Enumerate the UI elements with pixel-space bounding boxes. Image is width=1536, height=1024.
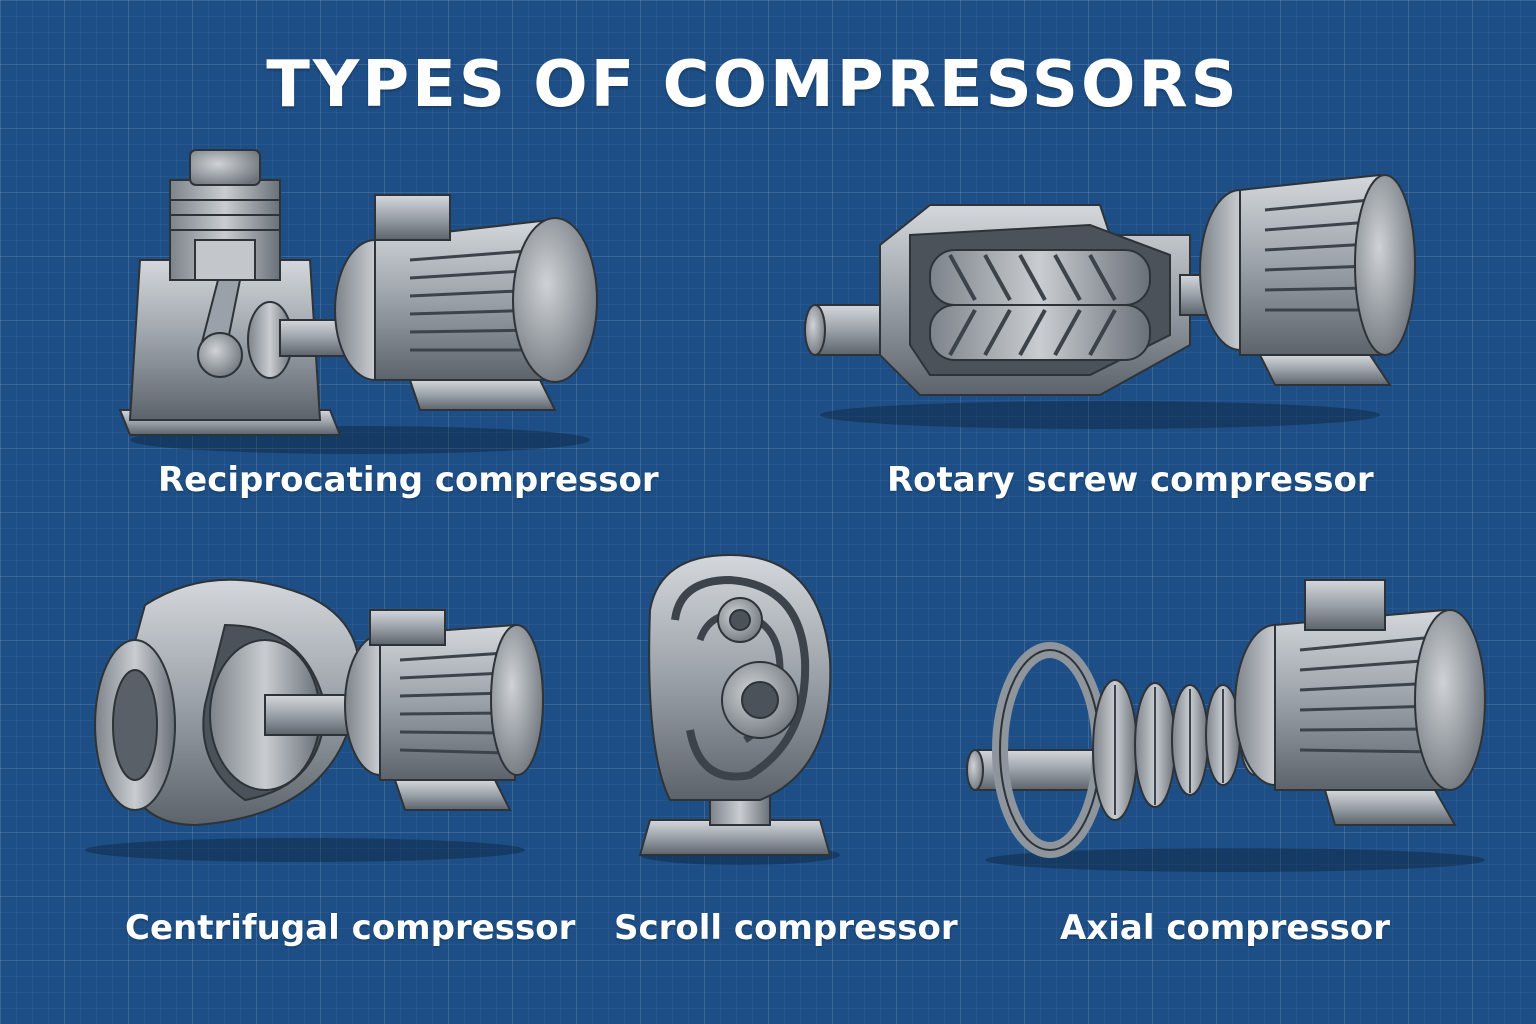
reciprocating-compressor-label: Reciprocating compressor <box>158 460 659 500</box>
rotary-screw-compressor-label: Rotary screw compressor <box>887 460 1374 500</box>
reciprocating-compressor-illustration <box>118 149 598 454</box>
centrifugal-compressor-illustration <box>85 578 544 862</box>
centrifugal-compressor-label: Centrifugal compressor <box>125 908 576 948</box>
axial-compressor-illustration <box>966 579 1486 872</box>
page-title: TYPES OF COMPRESSORS <box>266 48 1240 122</box>
rotary-screw-compressor-illustration <box>804 173 1416 429</box>
scroll-compressor-illustration <box>638 553 840 865</box>
axial-compressor-label: Axial compressor <box>1060 908 1391 948</box>
scroll-compressor-label: Scroll compressor <box>614 908 958 948</box>
